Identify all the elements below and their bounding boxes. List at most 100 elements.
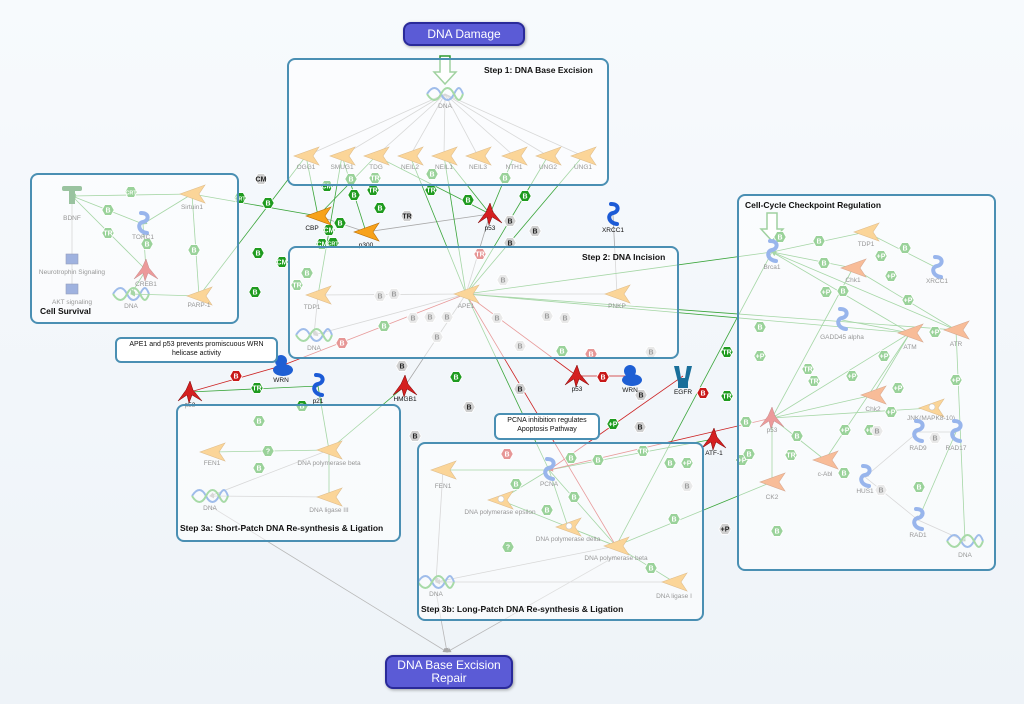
edge-badge: B [634,389,648,401]
node-label: p300 [359,242,374,249]
edge-badge: B [461,194,475,206]
node-cbp[interactable]: CBP [305,206,332,232]
node-label: p53 [485,225,496,232]
edge-badge: B [261,197,275,209]
node-wrn2[interactable]: WRN [622,365,642,394]
edge-badge: B [462,401,476,413]
step2-title: Step 2: DNA Incision [582,252,666,262]
edge-badge: B [596,371,610,383]
survival-box [30,173,239,324]
node-label: ATF-1 [705,450,723,457]
edge-badge: +P [718,523,732,535]
node-label: HMGB1 [393,396,417,403]
edge-badge: CM [322,224,336,236]
edge-badge: B [518,190,532,202]
svg-text:B: B [377,206,382,213]
svg-text:B: B [638,393,643,400]
svg-text:B: B [507,241,512,248]
step2-box [288,246,679,359]
node-atf1[interactable]: ATF-1 [701,427,727,457]
svg-text:TR: TR [368,188,377,195]
svg-text:B: B [600,375,605,382]
svg-text:TR: TR [252,386,261,393]
svg-text:B: B [351,193,356,200]
node-label: p21 [313,398,324,405]
svg-text:TR: TR [426,188,435,195]
edge-badge: TR [366,184,380,196]
svg-text:B: B [412,434,417,441]
edge-badge: B [528,225,542,237]
node-label: CBP [305,225,318,232]
node-label: EGFR [674,389,692,396]
edge-badge: TR [720,346,734,358]
step3a-box [176,404,401,542]
node-label: WRN [622,387,638,394]
svg-text:CM: CM [256,177,267,184]
step1-box [287,58,609,186]
ber-title[interactable]: DNA Base Excision Repair [385,655,513,689]
node-wrn1[interactable]: WRN [273,355,293,384]
node-hmgb1[interactable]: HMGB1 [392,374,418,403]
edge-badge: B [251,247,265,259]
node-p53_m[interactable]: p53 [564,364,590,393]
step3a-title: Step 3a: Short-Patch DNA Re-synthesis & … [180,523,384,533]
svg-text:B: B [532,229,537,236]
edge-badge: +P [606,418,620,430]
svg-text:TR: TR [402,214,411,221]
edge-badge: B [633,421,647,433]
node-label: p53 [572,386,583,393]
svg-text:B: B [517,387,522,394]
svg-text:+P: +P [721,527,730,534]
svg-text:B: B [265,201,270,208]
svg-text:+P: +P [609,422,618,429]
edge-badge: B [449,371,463,383]
svg-text:CRT: CRT [234,197,246,203]
edge-badge: CM [254,173,268,185]
node-egfr[interactable]: EGFR [674,366,692,396]
svg-text:B: B [337,221,342,228]
svg-text:CM: CM [277,260,288,267]
edge-badge: B [395,360,409,372]
svg-text:TR: TR [722,394,731,401]
note-ape1-p53: APE1 and p53 prevents promiscuous WRN he… [115,337,278,363]
edge-badge: B [408,430,422,442]
svg-text:B: B [700,391,705,398]
edge-badge: B [513,383,527,395]
node-p53_top[interactable]: p53 [477,202,503,232]
svg-text:B: B [507,219,512,226]
edge-badge: B [696,387,710,399]
svg-text:B: B [466,405,471,412]
node-label: WRN [273,377,289,384]
svg-text:CRT: CRT [327,242,339,248]
edge-badge: B [347,189,361,201]
edge-badge: TR [424,184,438,196]
node-p300[interactable]: p300 [353,222,380,249]
dna-damage-title[interactable]: DNA Damage [403,22,525,46]
svg-text:B: B [522,194,527,201]
edge-badge: TR [250,382,264,394]
edge-badge: CM [275,256,289,268]
svg-text:CM: CM [322,184,333,191]
edge-badge: B [333,217,347,229]
note-pcna: PCNA inhibition regulates Apoptosis Path… [494,413,600,440]
edge-badge: B [373,202,387,214]
svg-text:CM: CM [324,228,335,235]
svg-text:B: B [252,290,257,297]
edge-badge: B [248,286,262,298]
edge-badge: TR [720,390,734,402]
node-xrcc1_mid[interactable]: XRCC1 [602,202,624,234]
survival-title: Cell Survival [40,306,92,316]
svg-text:B: B [465,198,470,205]
edge-badge: TR [400,210,414,222]
svg-text:B: B [453,375,458,382]
svg-text:B: B [399,364,404,371]
node-label: XRCC1 [602,227,624,234]
step3b-title: Step 3b: Long-Patch DNA Re-synthesis & L… [421,604,624,614]
svg-text:B: B [233,374,238,381]
checkpoint-title: Cell-Cycle Checkpoint Regulation [745,200,882,210]
node-p21[interactable]: p21 [312,373,325,405]
edge-badge: B [503,215,517,227]
edge-badge: B [229,370,243,382]
svg-text:B: B [637,425,642,432]
step1-title: Step 1: DNA Base Excision [484,65,593,75]
